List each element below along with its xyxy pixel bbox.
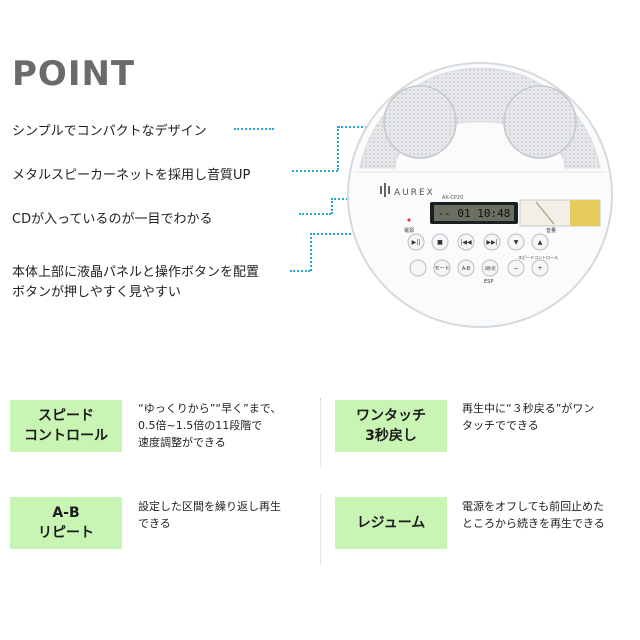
back3-button: 3秒戻 bbox=[484, 265, 496, 272]
stop-button: ■ bbox=[437, 239, 443, 246]
feature-label-ab-l1: A-B bbox=[52, 505, 80, 521]
point-text-4: 本体上部に液晶パネルと操作ボタンを配置 ボタンが押しやすく見やすい bbox=[12, 263, 259, 303]
play-pause-button: ▶|| bbox=[412, 239, 421, 246]
volume-down-button: − bbox=[513, 265, 518, 272]
feature-label-back3-l1: ワンタッチ bbox=[356, 408, 426, 424]
feature-desc-back3-l1: 再生中に“３秒戻る”がワン bbox=[462, 402, 595, 415]
leader-line-4b bbox=[310, 233, 394, 235]
feature-desc-resume: 電源をオフしても前回止めた ところから続きを再生できる bbox=[462, 498, 605, 532]
point-text-4-line1: 本体上部に液晶パネルと操作ボタンを配置 bbox=[12, 265, 260, 280]
feature-desc-back3-l2: タッチでできる bbox=[462, 419, 539, 432]
feature-label-speed: スピード コントロール bbox=[10, 400, 122, 452]
feature-desc-speed: “ゆっくりから”“早く”まで、 0.5倍~1.5倍の11段階で 速度調整ができる bbox=[138, 400, 281, 451]
prev-button: |◀◀ bbox=[460, 239, 472, 246]
feature-desc-speed-l1: “ゆっくりから”“早く”まで、 bbox=[138, 402, 282, 415]
brand-logo: AUREX bbox=[380, 183, 435, 198]
leader-line-1v bbox=[337, 126, 339, 170]
separator-2 bbox=[320, 495, 321, 565]
model-text: AX-CP20 bbox=[442, 195, 463, 201]
leader-line-2 bbox=[292, 170, 338, 172]
ab-button: A-B bbox=[462, 266, 471, 272]
feature-label-speed-l2: コントロール bbox=[24, 428, 108, 444]
speaker-left bbox=[383, 85, 457, 159]
speed-down-button: ▼ bbox=[514, 239, 519, 246]
mode-button: モード bbox=[434, 266, 449, 272]
feature-label-ab-l2: リピート bbox=[38, 525, 94, 541]
feature-label-back3: ワンタッチ 3秒戻し bbox=[335, 400, 447, 452]
leader-line-4 bbox=[290, 270, 310, 272]
volume-label: 音量 bbox=[546, 227, 556, 234]
lcd-text: -- 01 10:48 bbox=[438, 207, 511, 220]
speed-label: スピードコントロール bbox=[518, 255, 558, 260]
feature-desc-resume-l1: 電源をオフしても前回止めた bbox=[462, 500, 605, 513]
feature-desc-back3: 再生中に“３秒戻る”がワン タッチでできる bbox=[462, 400, 594, 434]
speaker-right bbox=[503, 85, 577, 159]
point-text-3: CDが入っているのが一目でわかる bbox=[12, 212, 213, 227]
feature-label-resume: レジューム bbox=[335, 497, 447, 549]
leader-line-1 bbox=[234, 128, 274, 130]
feature-desc-resume-l2: ところから続きを再生できる bbox=[462, 517, 605, 530]
leader-line-3v bbox=[331, 198, 333, 214]
volume-up-button: + bbox=[537, 265, 542, 272]
leader-line-3 bbox=[299, 213, 331, 215]
feature-label-speed-l1: スピード bbox=[38, 408, 94, 424]
feature-desc-speed-l3: 速度調整ができる bbox=[138, 436, 226, 449]
leader-line-4v bbox=[310, 233, 312, 271]
separator-1 bbox=[320, 398, 321, 468]
point-text-4-line2: ボタンが押しやすく見やすい bbox=[12, 285, 181, 300]
point-text-2: メタルスピーカーネットを採用し音質UP bbox=[12, 168, 251, 183]
esp-label: ESP bbox=[484, 279, 493, 285]
feature-label-back3-l2: 3秒戻し bbox=[365, 428, 417, 444]
page-title: POINT bbox=[12, 54, 136, 94]
feature-label-ab: A-B リピート bbox=[10, 497, 122, 549]
power-label: 電源 bbox=[404, 227, 414, 234]
cd-player-image: AUREX AX-CP20 -- 01 10:48 電源 音量 スピードコントロ… bbox=[347, 62, 613, 328]
brand-text: AUREX bbox=[394, 188, 435, 198]
feature-label-resume-l1: レジューム bbox=[356, 515, 426, 531]
speed-up-button: ▲ bbox=[538, 239, 543, 246]
feature-desc-ab: 設定した区間を繰り返し再生 できる bbox=[138, 498, 281, 532]
feature-desc-ab-l2: できる bbox=[138, 517, 171, 530]
feature-desc-speed-l2: 0.5倍~1.5倍の11段階で bbox=[138, 419, 263, 432]
point-text-1: シンプルでコンパクトなデザイン bbox=[12, 124, 207, 139]
next-button: ▶▶| bbox=[486, 239, 497, 246]
feature-desc-ab-l1: 設定した区間を繰り返し再生 bbox=[138, 500, 281, 513]
